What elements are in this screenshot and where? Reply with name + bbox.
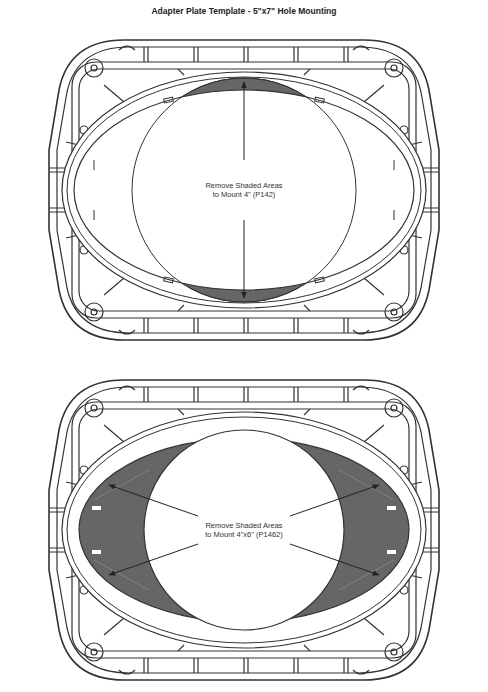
instruction-note: Remove Shaded Areas to Mount 4"x6" (P146… (200, 520, 288, 541)
plate-bottom (49, 380, 439, 680)
plate-top (49, 40, 439, 340)
diagram-title: Adapter Plate Template - 5"x7" Hole Moun… (151, 6, 336, 16)
instruction-note: Remove Shaded Areas to Mount 4" (P142) (200, 180, 288, 201)
